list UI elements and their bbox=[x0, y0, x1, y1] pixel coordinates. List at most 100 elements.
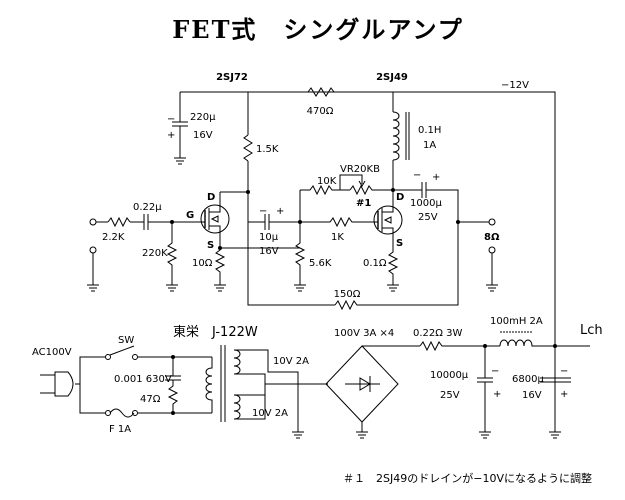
r022-resistor bbox=[419, 340, 500, 352]
r220k-value: 220K bbox=[142, 248, 168, 259]
r10-value: 10Ω bbox=[192, 258, 213, 269]
c6800-plus: + bbox=[560, 389, 568, 400]
supply-rail-top bbox=[180, 91, 556, 432]
q1-drain-lead bbox=[209, 192, 221, 213]
l100-inductor bbox=[499, 339, 590, 347]
q2-fet-body bbox=[373, 205, 403, 235]
q1-fet-body bbox=[200, 204, 230, 234]
adjust-mark: #1 bbox=[356, 198, 371, 209]
vr20k-resistor bbox=[349, 184, 393, 196]
transformer-secondary-1 bbox=[233, 349, 241, 375]
r1k-value: 1K bbox=[331, 232, 344, 243]
r470-resistor bbox=[307, 87, 335, 97]
c1000-value: 1000μ bbox=[410, 198, 442, 209]
fuse bbox=[109, 408, 135, 418]
ground-icon bbox=[387, 284, 399, 292]
q1-drain-node bbox=[220, 191, 300, 249]
q1-d-label: D bbox=[207, 192, 215, 203]
ground-icon bbox=[292, 412, 304, 439]
r470-value: 470Ω bbox=[307, 106, 334, 117]
r01-value: 0.1Ω bbox=[363, 258, 387, 269]
bridge-rating: 100V 3A ×4 bbox=[334, 328, 394, 339]
r1k-resistor bbox=[300, 216, 372, 228]
supply-voltage-label: −12V bbox=[501, 80, 529, 91]
output-impedance: 8Ω bbox=[484, 232, 500, 243]
c220-minus: − bbox=[167, 114, 175, 125]
plug-prongs bbox=[40, 374, 55, 394]
input-terminal-signal bbox=[89, 218, 97, 226]
c1000-minus: − bbox=[413, 170, 421, 181]
page-title: FET式 シングルアンプ bbox=[172, 15, 464, 44]
snubber-network bbox=[165, 357, 181, 413]
choke-inductance: 0.1H bbox=[418, 125, 441, 136]
ground-icon bbox=[549, 431, 561, 439]
transformer-secondary-2 bbox=[233, 394, 241, 420]
choke-core bbox=[405, 112, 410, 160]
ground-icon bbox=[174, 157, 186, 165]
ground-icon bbox=[166, 284, 178, 292]
c1000-plus: + bbox=[432, 172, 440, 183]
r22k-resistor bbox=[107, 216, 131, 228]
q2-part-label: 2SJ49 bbox=[376, 72, 408, 83]
ac-cord bbox=[75, 356, 105, 414]
choke-inductor bbox=[392, 111, 400, 161]
switch-label: SW bbox=[118, 335, 134, 346]
c6800-cap bbox=[555, 377, 571, 383]
secondary-wire-center bbox=[234, 373, 266, 396]
choke-current: 1A bbox=[423, 140, 436, 151]
c220-voltage: 16V bbox=[193, 130, 213, 141]
c10000-cap bbox=[477, 346, 493, 439]
bridge-diode-icon bbox=[345, 376, 380, 392]
c10000-value: 10000μ bbox=[430, 370, 469, 381]
r22k-value: 2.2K bbox=[102, 232, 125, 243]
vr-arrow bbox=[358, 180, 366, 187]
transformer-core bbox=[220, 345, 226, 422]
snubber-res-value: 47Ω bbox=[140, 394, 161, 405]
r220k-resistor bbox=[166, 222, 178, 285]
secondary-wire-a bbox=[234, 349, 299, 412]
c10000-plus: + bbox=[493, 389, 501, 400]
r150-resistor bbox=[334, 222, 459, 311]
transformer-label: 東栄 J-122W bbox=[173, 324, 258, 340]
q1-g-label: G bbox=[186, 210, 194, 221]
c10000-voltage: 25V bbox=[440, 390, 460, 401]
c10000-minus: − bbox=[491, 366, 499, 377]
transformer-primary bbox=[205, 357, 213, 413]
q2-arrow bbox=[383, 216, 392, 224]
c1000-cap bbox=[393, 182, 459, 222]
ground-icon bbox=[214, 284, 226, 292]
l100-value: 100mH 2A bbox=[490, 316, 543, 327]
vr-value: VR20KB bbox=[340, 164, 380, 175]
input-terminal-ground bbox=[89, 246, 97, 254]
lch-label: Lch bbox=[580, 323, 603, 338]
ac-label: AC100V bbox=[32, 347, 72, 358]
c022-cap bbox=[130, 214, 205, 230]
c10-value: 10μ bbox=[259, 232, 279, 243]
q2-d-label: D bbox=[396, 192, 404, 203]
ground-icon bbox=[486, 253, 498, 292]
plug-icon bbox=[54, 371, 74, 397]
c6800-minus: − bbox=[560, 366, 568, 377]
power-switch bbox=[109, 345, 135, 356]
c6800-voltage: 16V bbox=[522, 390, 542, 401]
q1-source-lead bbox=[209, 225, 221, 245]
c220-plus: + bbox=[167, 130, 175, 141]
output-terminal-ground bbox=[488, 246, 496, 254]
r15k-resistor bbox=[243, 134, 253, 162]
r10k-resistor bbox=[300, 184, 350, 196]
r150-value: 150Ω bbox=[334, 289, 361, 300]
secondary-2-rating: 10V 2A bbox=[252, 408, 288, 419]
ground-icon bbox=[356, 422, 368, 439]
secondary-wire-b bbox=[234, 383, 328, 420]
q2-source-lead bbox=[382, 227, 394, 248]
r56k-resistor bbox=[294, 190, 306, 285]
c220-value: 220μ bbox=[190, 112, 216, 123]
c10-minus: − bbox=[259, 206, 267, 217]
footnote: ＃１ 2SJ49のドレインが−10Vになるように調整 bbox=[343, 471, 592, 485]
r15k-value: 1.5K bbox=[256, 144, 279, 155]
c10-voltage: 16V bbox=[259, 246, 279, 257]
q1-part-label: 2SJ72 bbox=[216, 72, 248, 83]
ground-icon bbox=[294, 284, 306, 292]
r022-value: 0.22Ω 3W bbox=[413, 328, 462, 339]
